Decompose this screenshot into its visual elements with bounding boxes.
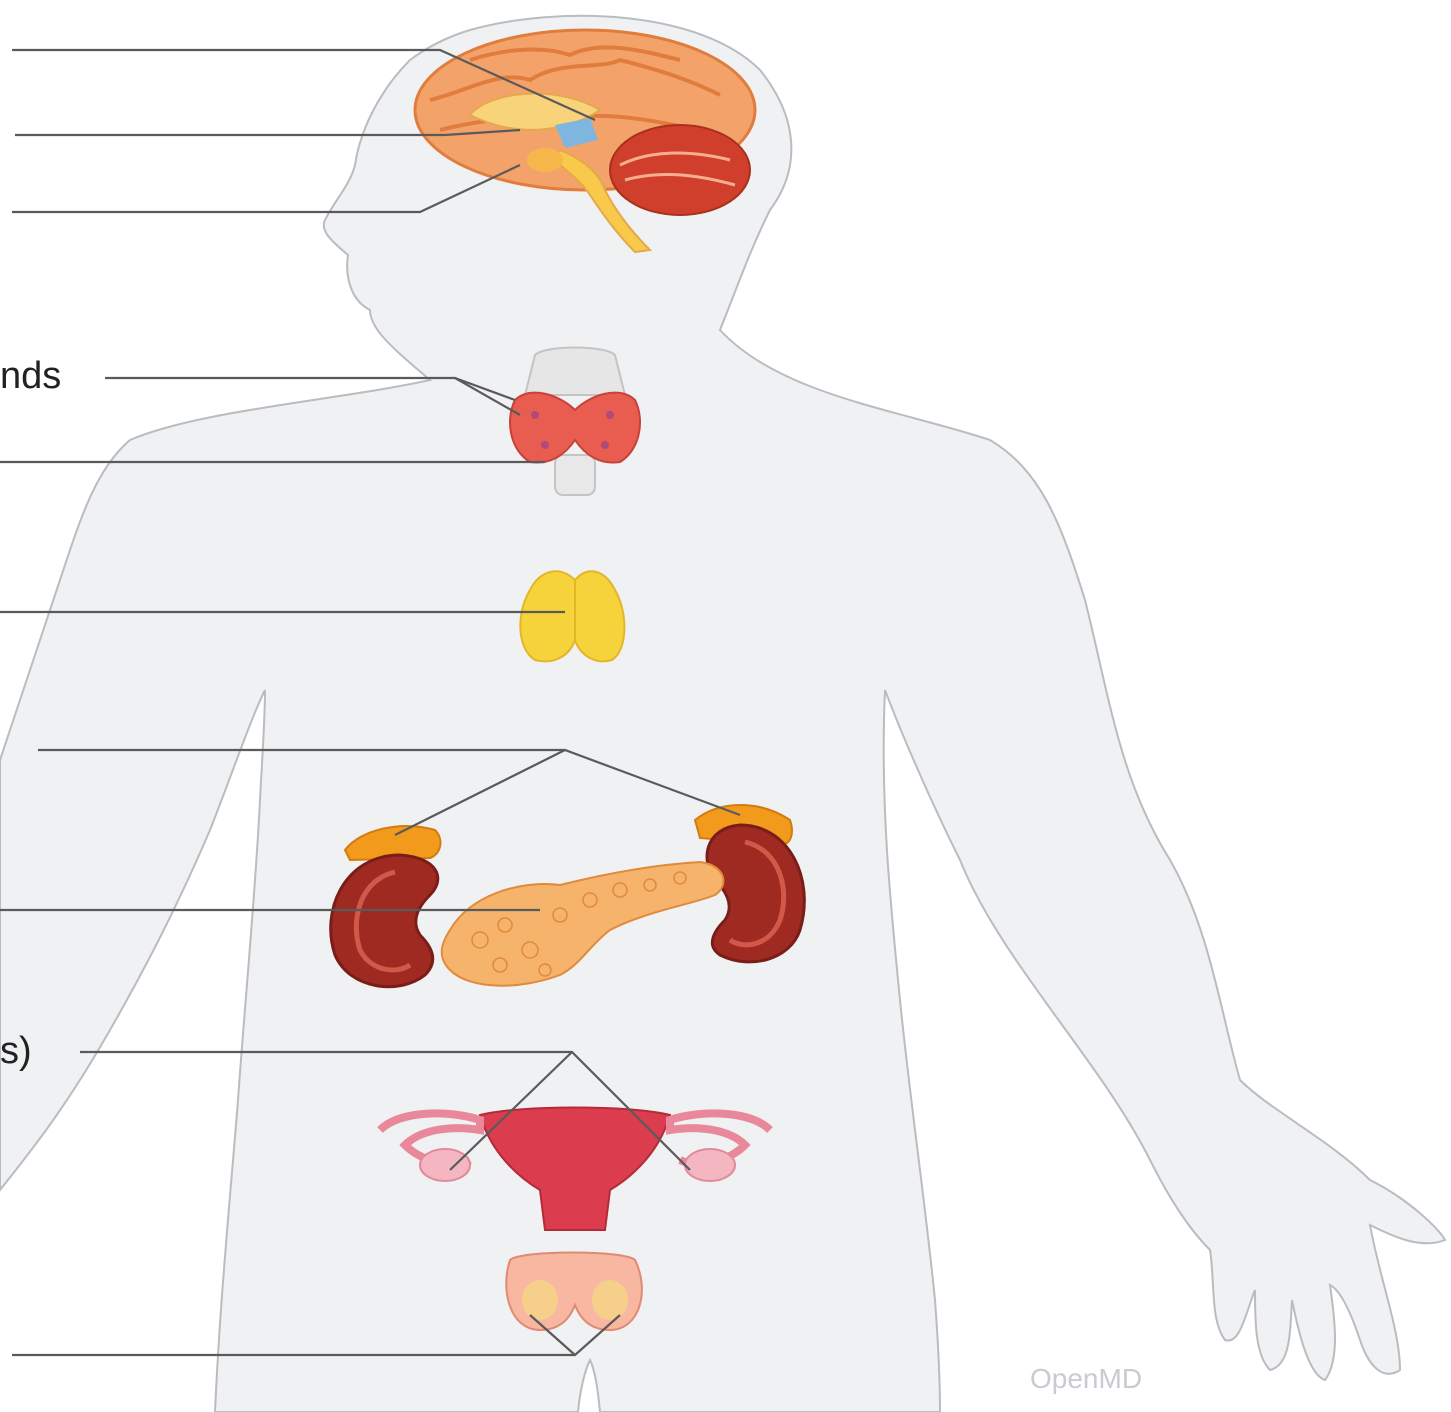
label-parathyroid-glands: nds	[0, 355, 61, 397]
openmd-watermark: OpenMD	[1030, 1363, 1142, 1394]
label-reproductive-organs: s)	[0, 1030, 32, 1072]
body-silhouette	[0, 16, 1445, 1412]
cerebellum	[610, 125, 750, 215]
thymus	[520, 571, 624, 661]
